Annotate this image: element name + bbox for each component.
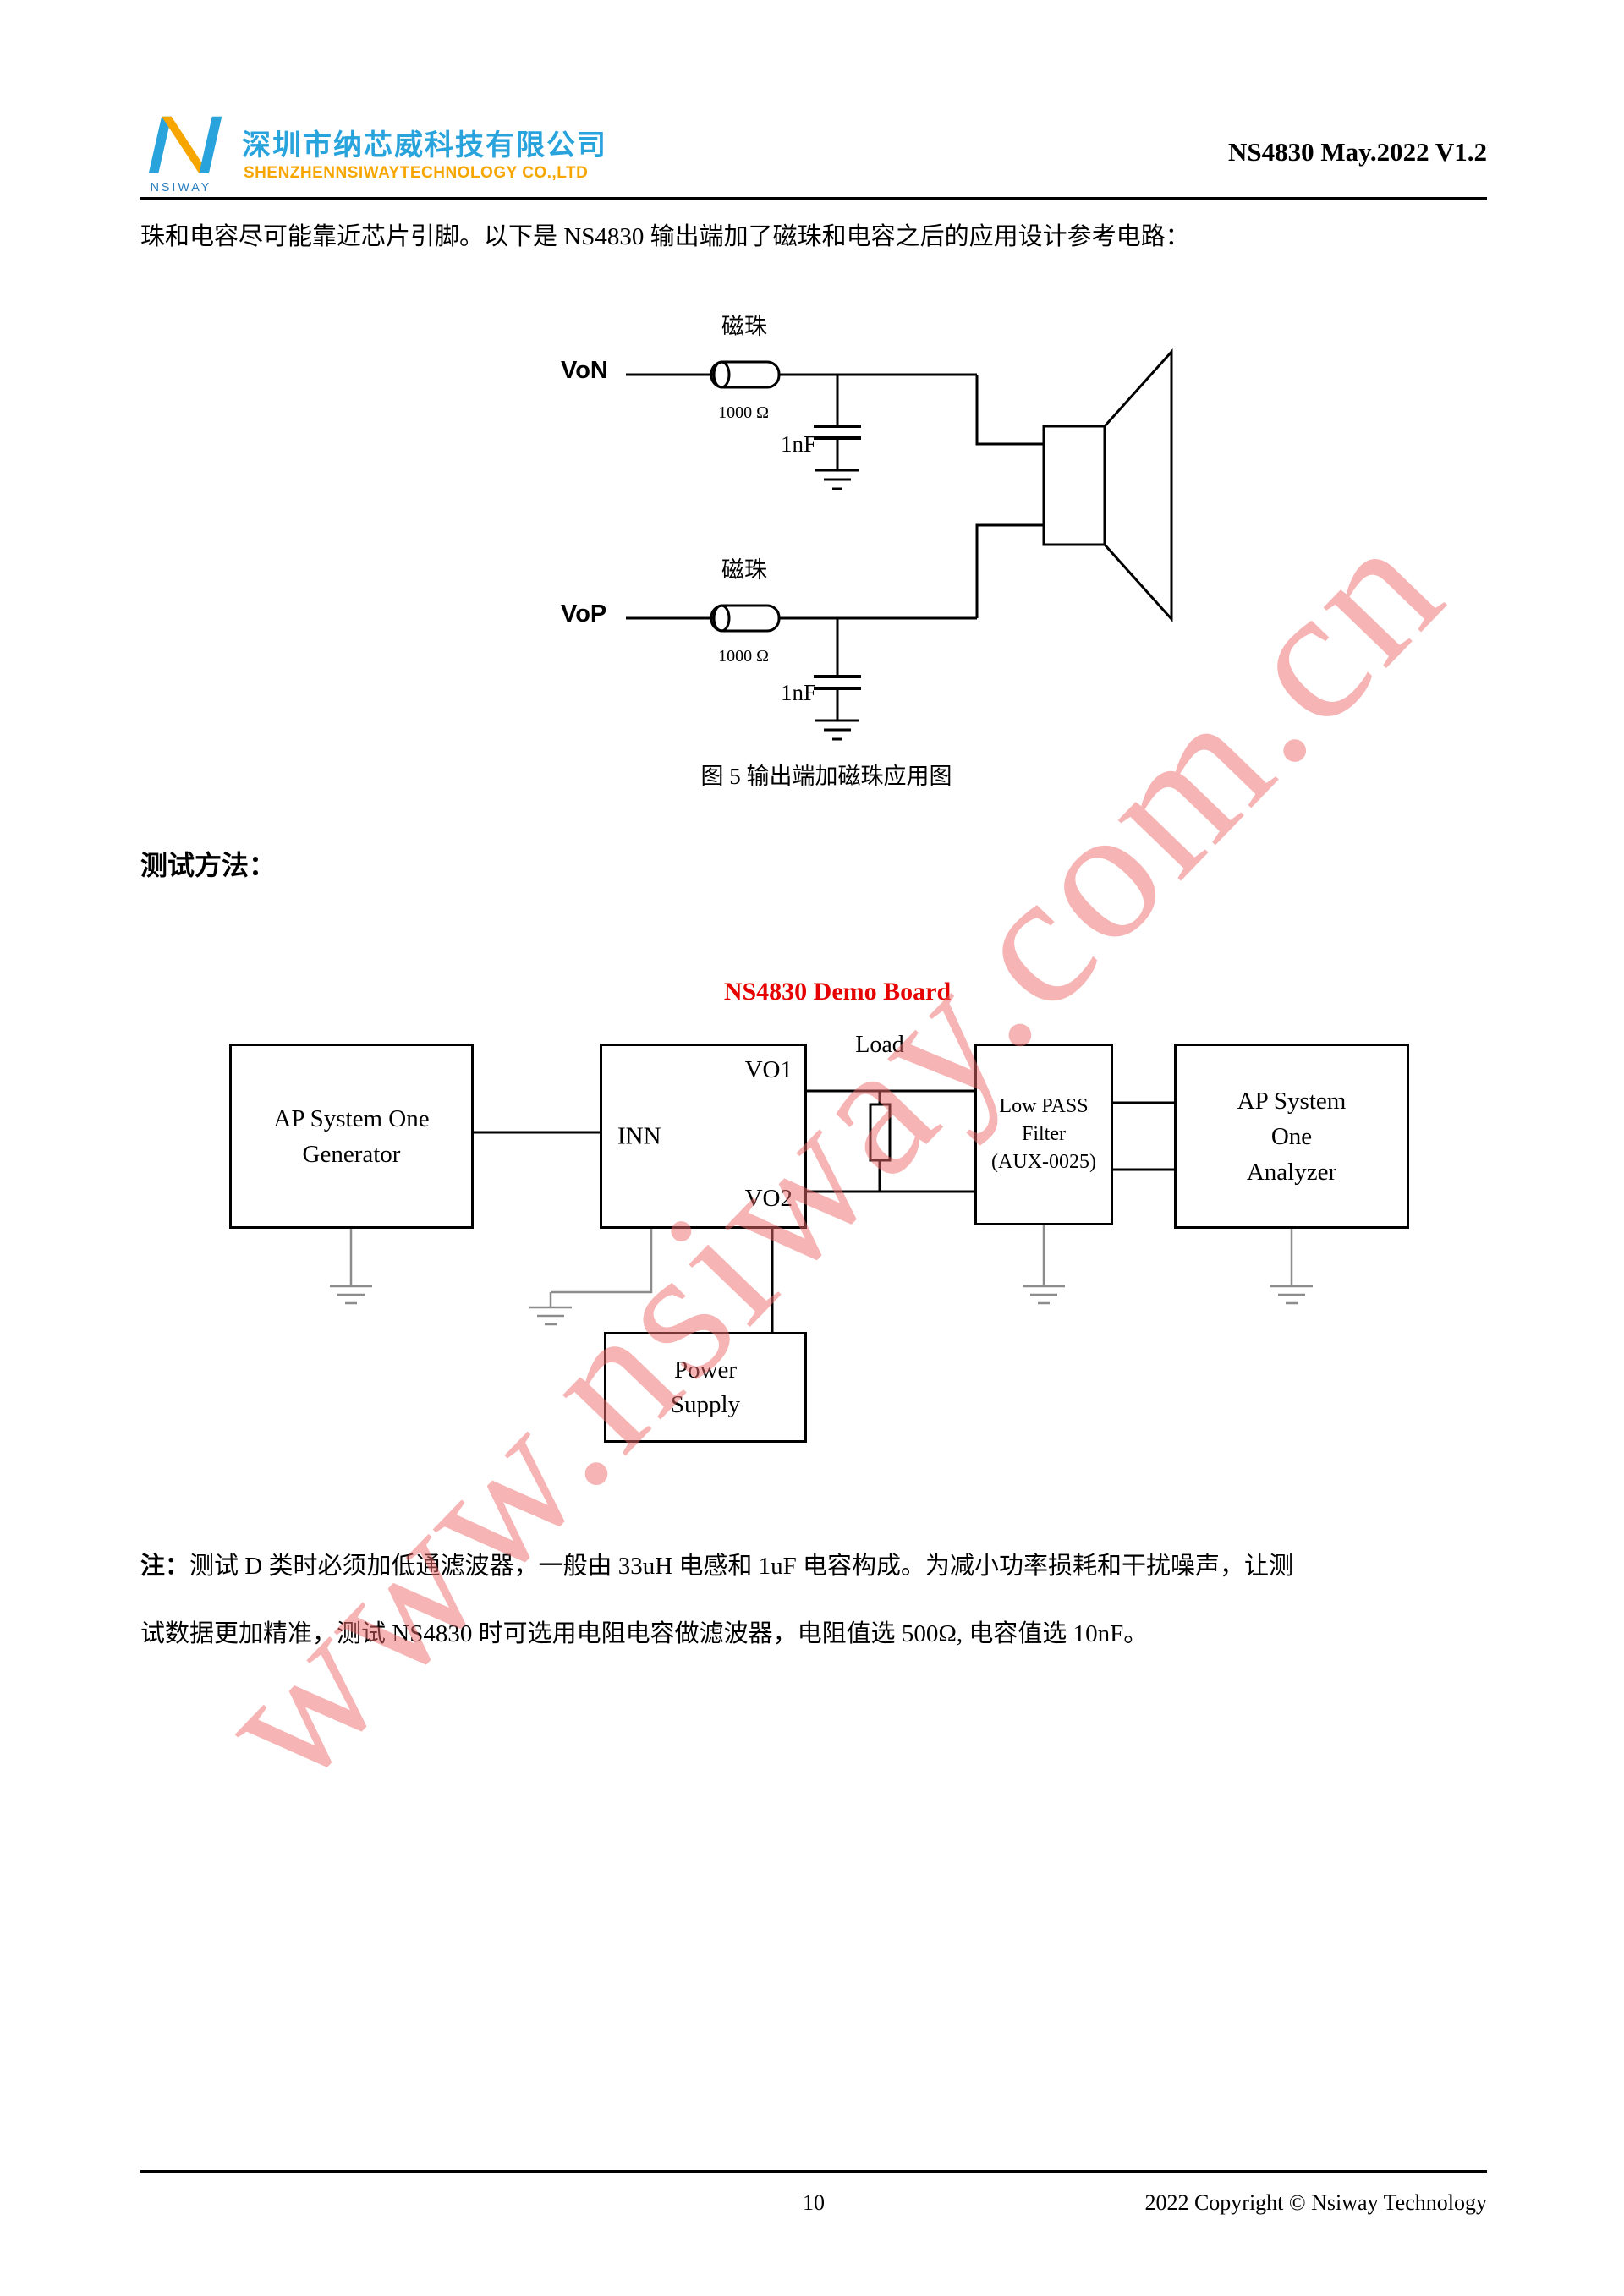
filter-label-line1: Low PASS: [999, 1095, 1089, 1117]
ground-filter-icon: [1023, 1225, 1065, 1305]
chip-pin-vo2: VO2: [744, 1185, 793, 1212]
demo-board-title: NS4830 Demo Board: [723, 978, 952, 1006]
note-text-line1: 测试 D 类时必须加低通滤波器，一般由 33uH 电感和 1uF 电容构成。为减…: [189, 1553, 1294, 1580]
von-label: VoN: [561, 357, 608, 384]
low-pass-filter-box: Low PASS Filter (AUX-0025): [974, 1044, 1113, 1225]
note-prefix: 注：: [140, 1553, 190, 1580]
intro-paragraph: 珠和电容尽可能靠近芯片引脚。以下是 NS4830 输出端加了磁珠和电容之后的应用…: [140, 223, 1190, 250]
logo-left-stroke: [148, 116, 172, 173]
logo-right-stroke: [199, 116, 222, 173]
bead-label-bottom: 磁珠: [721, 557, 767, 583]
generator-label-line2: Generator: [302, 1140, 401, 1168]
load-resistor-icon: [869, 1103, 892, 1162]
ground-chip-icon: [529, 1229, 653, 1326]
analyzer-box: AP System One Analyzer: [1174, 1044, 1409, 1229]
ferrite-bead-bottom-icon: [710, 604, 781, 633]
section-heading-test-method: 测试方法：: [140, 850, 277, 880]
ground-bottom-icon: [815, 719, 859, 741]
note-paragraph-line2: 试数据更加精准，测试 NS4830 时可选用电阻电容做滤波器，电阻值选 500Ω…: [140, 1620, 1149, 1647]
analyzer-label-line1: AP System: [1237, 1087, 1347, 1115]
logo-wordmark: NSIWAY: [151, 181, 212, 195]
demo-board-grounds: [330, 1225, 1313, 1326]
cap-value-top: 1nF: [780, 431, 817, 457]
power-label-line1: Power: [673, 1356, 738, 1384]
speaker-lead-top: [975, 375, 1044, 446]
output-bead-circuit: [626, 348, 1173, 741]
figure5-caption: 图 5 输出端加磁珠应用图: [700, 764, 952, 789]
generator-label-line1: AP System One: [273, 1104, 430, 1132]
ferrite-bead-top-icon: [710, 360, 781, 389]
bead-value-top: 1000 Ω: [718, 403, 769, 422]
dut-chip-box: INN VO1 VO2: [600, 1044, 807, 1229]
analyzer-label-line2: One: [1270, 1122, 1313, 1150]
speaker-lead-bottom: [975, 523, 1044, 618]
analyzer-label-line3: Analyzer: [1246, 1158, 1337, 1186]
doc-version: NS4830 May.2022 V1.2: [1227, 137, 1487, 167]
nsiway-logo: NSIWAY: [148, 116, 222, 195]
company-name-cn: 深圳市纳芯威科技有限公司: [242, 129, 607, 162]
speaker-icon: [1042, 348, 1173, 622]
page-number: 10: [803, 2190, 825, 2215]
chip-pin-vo1: VO1: [744, 1056, 793, 1083]
power-supply-box: Power Supply: [604, 1332, 807, 1443]
chip-pin-inn: INN: [617, 1122, 661, 1149]
generator-box: AP System One Generator: [229, 1044, 474, 1229]
vop-label: VoP: [561, 600, 607, 627]
power-label-line2: Supply: [670, 1390, 741, 1418]
bead-label-top: 磁珠: [721, 314, 767, 339]
ground-analyzer-icon: [1270, 1229, 1313, 1305]
company-name-en: SHENZHENNSIWAYTECHNOLOGY CO.,LTD: [244, 164, 589, 182]
footer-copyright: 2022 Copyright © Nsiway Technology: [1144, 2190, 1487, 2215]
filter-label-line2: Filter: [1022, 1123, 1066, 1145]
ground-top-icon: [815, 469, 859, 490]
bead-value-bottom: 1000 Ω: [718, 647, 769, 666]
filter-label-line3: (AUX-0025): [991, 1151, 1096, 1173]
demo-board-wires: [474, 1089, 1174, 1332]
logo-diagonal-stroke: [162, 116, 209, 173]
ground-generator-icon: [330, 1229, 372, 1305]
footer-rule: [140, 2170, 1487, 2173]
load-label: Load: [855, 1032, 904, 1058]
cap-value-bottom: 1nF: [780, 680, 817, 705]
header-rule: [140, 197, 1487, 200]
note-paragraph-line1: 注：测试 D 类时必须加低通滤波器，一般由 33uH 电感和 1uF 电容构成。…: [140, 1546, 1293, 1581]
